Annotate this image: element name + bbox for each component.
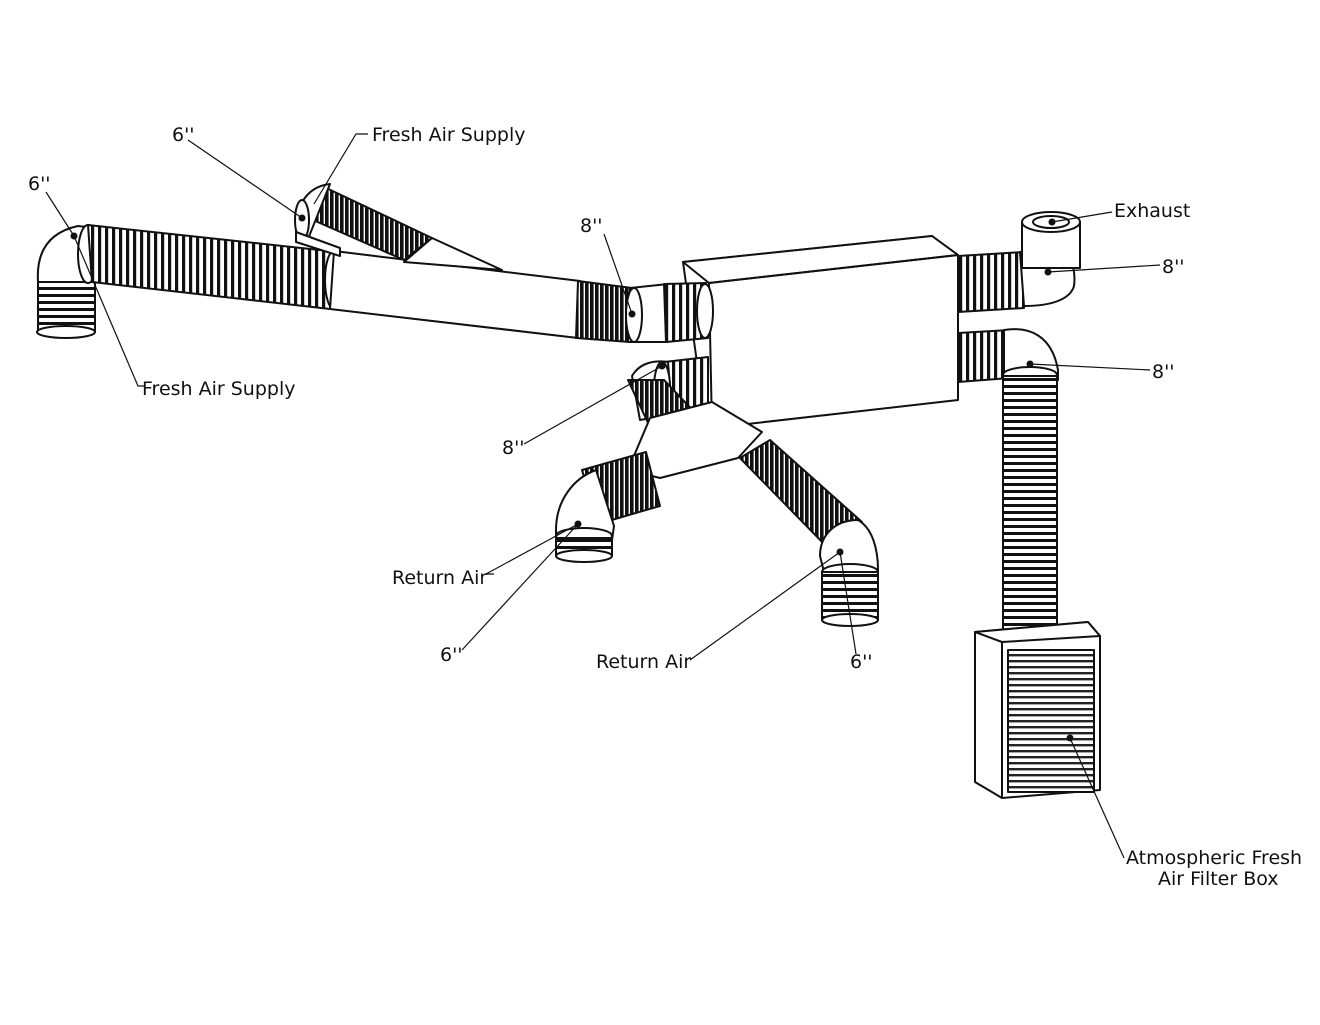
label-8in-exhaust: 8'' [1162,256,1185,278]
label-6in-return-left: 6'' [440,644,463,666]
left-supply-duct [36,224,714,343]
hrv-unit [682,235,959,429]
label-fresh-air-supply-top: Fresh Air Supply [372,124,525,146]
label-6in-left: 6'' [28,173,51,195]
label-exhaust: Exhaust [1114,200,1190,222]
filter-box [974,621,1101,799]
label-6in-return-right: 6'' [850,651,873,673]
label-return-air-left: Return Air [392,567,487,589]
filter-intake-duct [957,328,1059,633]
label-filter-box-line2: Air Filter Box [1158,868,1279,890]
label-return-air-right: Return Air [596,651,691,673]
label-6in-top: 6'' [172,124,195,146]
leader-lines [45,133,1161,859]
exhaust-duct [957,211,1081,313]
label-8in-return-trunk: 8'' [502,437,525,459]
return-air-assembly [555,356,879,627]
diagram-labels: 6'' Fresh Air Supply 6'' Fresh Air Suppl… [28,124,1302,890]
label-filter-box-line1: Atmospheric Fresh [1126,847,1302,869]
top-supply-branch [294,183,503,271]
leader-dots [70,214,1074,742]
label-8in-center: 8'' [580,215,603,237]
label-fresh-air-supply-left: Fresh Air Supply [142,378,295,400]
label-8in-intake: 8'' [1152,361,1175,383]
